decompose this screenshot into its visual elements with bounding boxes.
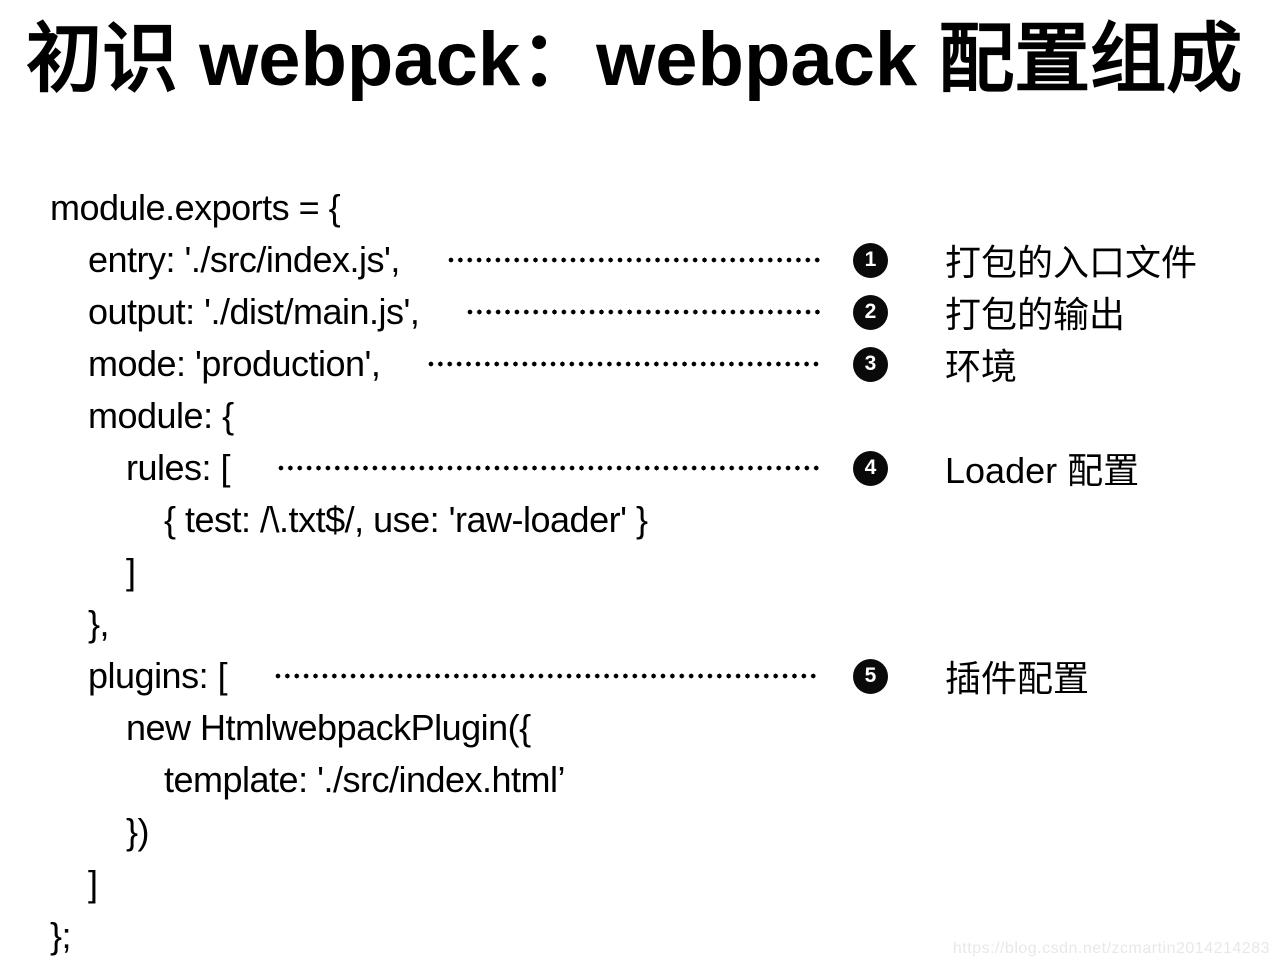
code-line: entry: './src/index.js', 1 打包的入口文件 <box>0 234 1282 286</box>
code-text: ] <box>126 551 136 592</box>
code-text: ] <box>88 863 98 904</box>
numbered-circle-badge: 4 <box>853 450 888 486</box>
code-line: module.exports = { <box>0 182 1282 234</box>
watermark: https://blog.csdn.net/zcmartin2014214283 <box>952 940 1270 957</box>
dotted-leader-line <box>467 309 820 315</box>
code-line: }, <box>0 598 1282 650</box>
numbered-circle-badge: 1 <box>853 242 888 278</box>
code-block: module.exports = { entry: './src/index.js… <box>0 182 1282 962</box>
code-line: plugins: [ 5 插件配置 <box>0 650 1282 702</box>
code-text: entry: './src/index.js', <box>88 239 400 280</box>
dotted-leader-line <box>428 361 820 367</box>
annotation-label: 打包的入口文件 <box>945 242 1198 283</box>
code-line: template: './src/index.html’ <box>0 754 1282 806</box>
code-text: { test: /\.txt$/, use: 'raw-loader' } <box>164 499 648 540</box>
annotation-label: Loader 配置 <box>945 450 1140 491</box>
code-text: rules: [ <box>126 447 231 488</box>
code-text: output: './dist/main.js', <box>88 291 420 332</box>
dotted-leader-line <box>278 465 820 471</box>
code-line: output: './dist/main.js', 2 打包的输出 <box>0 286 1282 338</box>
numbered-circle-badge: 3 <box>853 346 888 382</box>
code-text: module: { <box>88 395 234 436</box>
code-text: }) <box>126 811 150 852</box>
code-line: ] <box>0 858 1282 910</box>
code-text: mode: 'production', <box>88 343 381 384</box>
code-text: module.exports = { <box>50 187 341 228</box>
dotted-leader-line <box>275 673 820 679</box>
code-line: }; <box>0 910 1282 962</box>
numbered-circle-badge: 2 <box>853 294 888 330</box>
code-line: new HtmlwebpackPlugin({ <box>0 702 1282 754</box>
code-line: }) <box>0 806 1282 858</box>
dotted-leader-line <box>447 257 820 263</box>
annotation-label: 打包的输出 <box>945 294 1126 335</box>
code-line: ] <box>0 546 1282 598</box>
annotation-label: 环境 <box>945 346 1018 387</box>
numbered-circle-badge: 5 <box>853 658 888 694</box>
page-title: 初识 webpack：webpack 配置组成 <box>26 17 1243 102</box>
annotation-label: 插件配置 <box>945 658 1090 699</box>
code-text: }, <box>88 603 110 644</box>
code-text: new HtmlwebpackPlugin({ <box>126 707 531 748</box>
code-line: mode: 'production', 3 环境 <box>0 338 1282 390</box>
code-text: plugins: [ <box>88 655 228 696</box>
code-text: template: './src/index.html’ <box>164 759 566 800</box>
code-line: module: { <box>0 390 1282 442</box>
code-line: rules: [ 4 Loader 配置 <box>0 442 1282 494</box>
code-text: }; <box>50 915 72 956</box>
code-line: { test: /\.txt$/, use: 'raw-loader' } <box>0 494 1282 546</box>
